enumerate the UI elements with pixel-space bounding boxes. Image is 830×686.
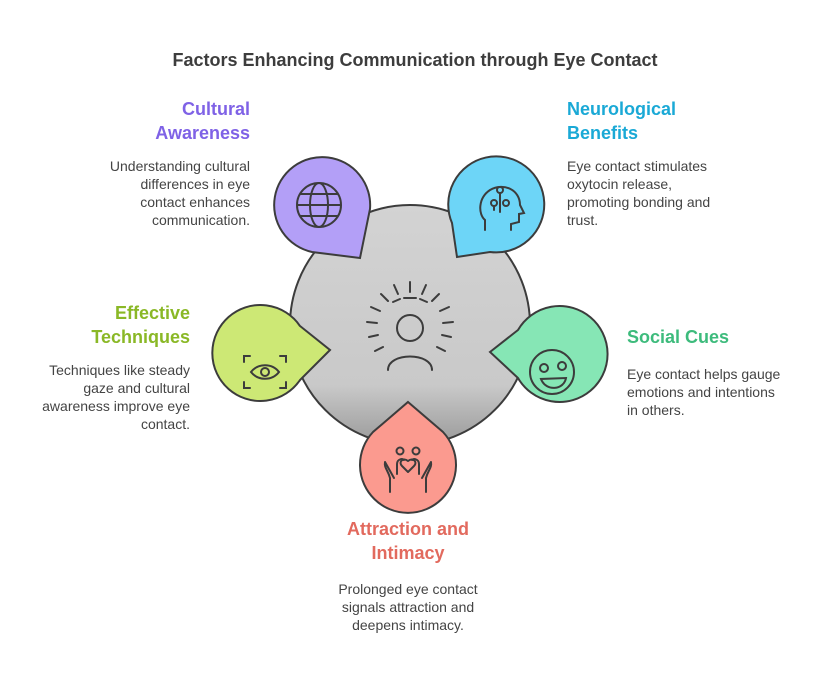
attraction-intimacy-heading: Attraction and Intimacy xyxy=(346,519,469,563)
social-cues-description: Eye contact helps gauge emotions and int… xyxy=(627,366,781,418)
cultural-awareness-description: Understanding cultural differences in ey… xyxy=(109,158,250,228)
couple-heart-hands-icon xyxy=(383,446,433,493)
smiley-face-icon xyxy=(529,349,575,395)
eye-focus-icon xyxy=(243,355,287,389)
attraction-intimacy-description: Prolonged eye contact signals attraction… xyxy=(338,581,478,633)
neurological-benefits-description: Eye contact stimulates oxytocin release,… xyxy=(567,158,711,228)
neurological-benefits-pin xyxy=(447,155,546,259)
cultural-awareness-pin xyxy=(273,156,372,260)
social-cues-heading: Social Cues xyxy=(627,327,730,347)
neurological-benefits-heading: Neurological Benefits xyxy=(567,99,677,143)
effective-techniques-pin xyxy=(211,304,332,402)
globe-icon xyxy=(296,182,342,228)
cultural-awareness-heading: Cultural Awareness xyxy=(155,99,250,143)
person-radiance-icon xyxy=(366,281,454,371)
brain-head-icon xyxy=(479,185,526,231)
social-cues-pin xyxy=(488,305,609,403)
diagram-title: Factors Enhancing Communication through … xyxy=(172,50,658,70)
attraction-intimacy-pin xyxy=(359,400,457,514)
effective-techniques-description: Techniques like steady gaze and cultural… xyxy=(42,362,190,432)
effective-techniques-heading: Effective Techniques xyxy=(91,303,190,347)
